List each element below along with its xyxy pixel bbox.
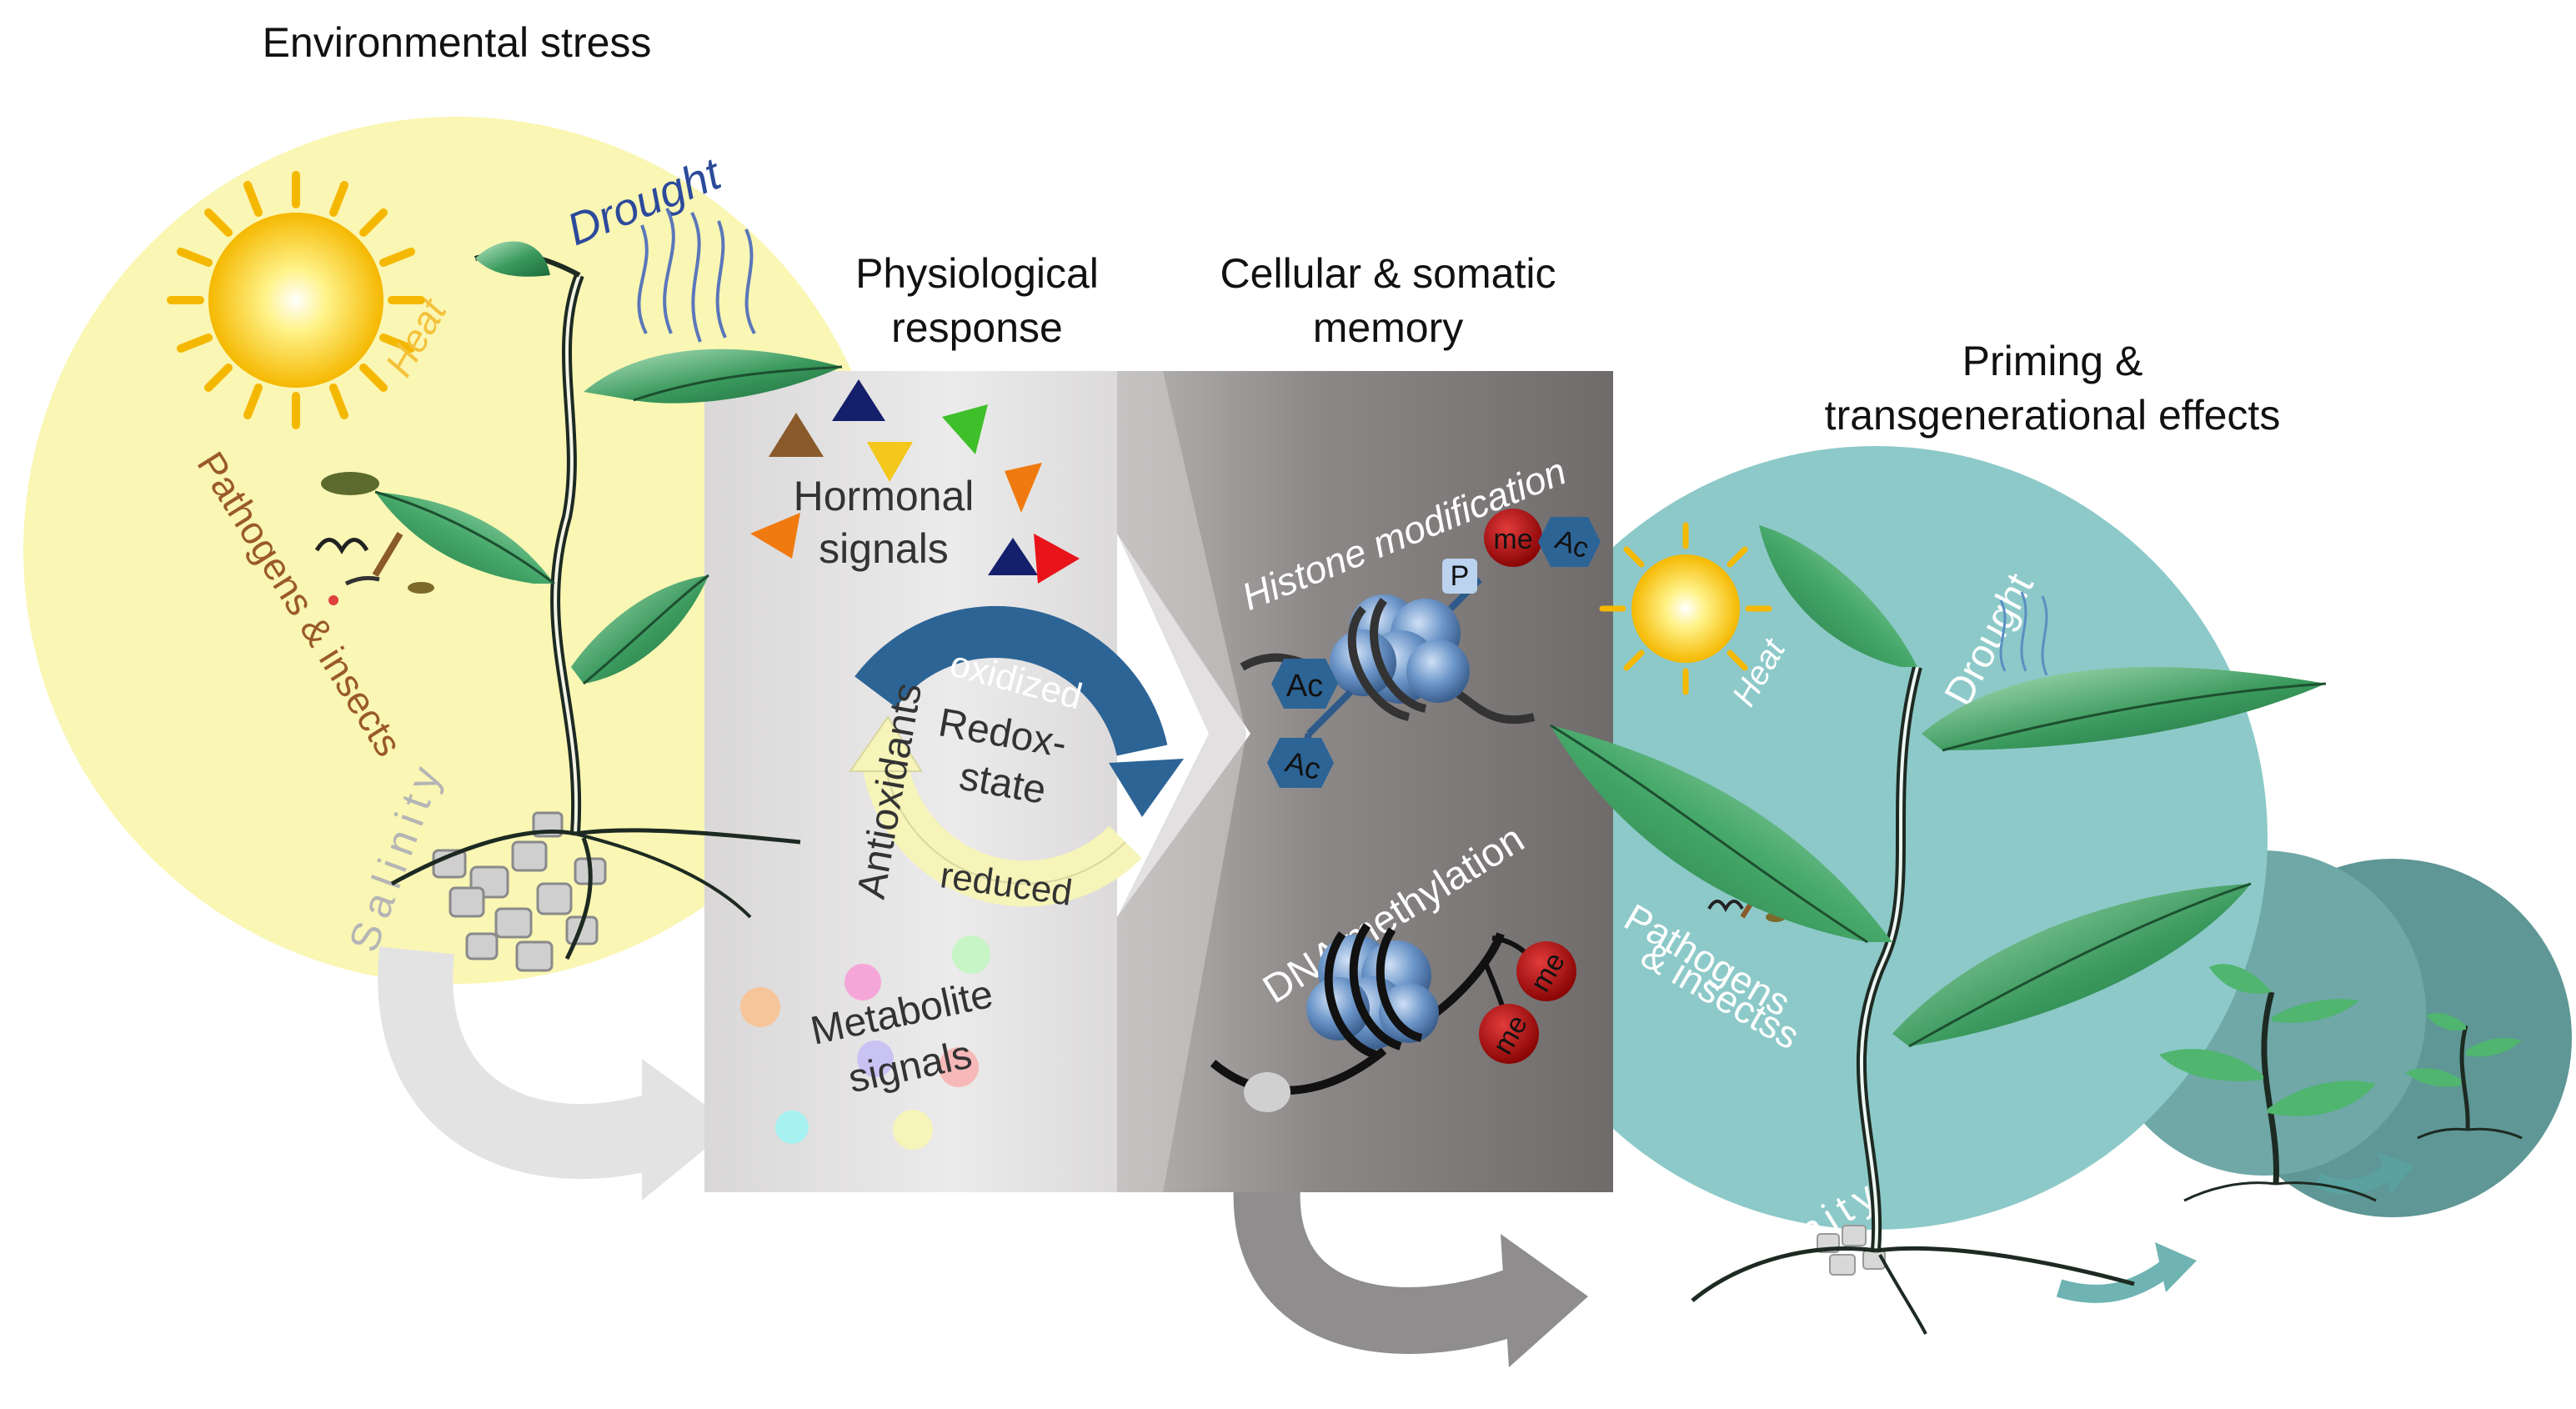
drought-waves-icon-right [1999,591,2048,676]
offspring-plant-2 [2405,1013,2523,1140]
title-cellular-l2: memory [1313,304,1464,351]
flow-arrow-stress [378,946,669,1180]
offspring-plant-1 [2159,964,2377,1202]
title-physiological-l1: Physiological [855,250,1099,297]
histone-mark-me: me [1484,509,1542,567]
methyl-mark-1: me [1516,941,1576,1001]
title-environmental-stress: Environmental stress [263,19,652,66]
reduced-arrowhead [849,715,923,772]
title-priming-l1: Priming & [1962,338,2143,384]
histone-mark-ac-3: Ac [1538,517,1601,567]
methyl-mark-2: me [1479,1004,1539,1064]
metabolite-dots [740,935,990,1150]
sun-icon [167,171,425,429]
pathogen-insect-icon [314,472,434,605]
memory-panel [1117,371,1613,1192]
svg-text:me: me [1493,524,1532,555]
panel-divider [1117,371,1246,1192]
oxidized-arrowhead [1109,759,1184,817]
reduced-arrow-outline [883,750,1126,885]
title-physiological-l2: response [891,304,1063,351]
title-cellular-l1: Cellular & somatic [1220,250,1556,297]
salt-crystals-icon-right [1817,1225,1886,1276]
flow-arrow-offspring [2313,1165,2393,1195]
svg-text:P: P [1451,560,1470,592]
histone-nucleosome [1240,577,1536,777]
histone-mark-p: P [1442,559,1477,594]
plant-left [374,241,843,960]
flow-arrow-offspring-head [2378,1152,2413,1194]
histone-mark-ac-2: Ac [1267,738,1334,788]
flow-arrow-priming [2056,1260,2173,1303]
plant-right [1550,525,2327,1335]
title-priming-l2: transgenerational effects [1825,392,2281,439]
label-hormonal-l2: signals [819,525,949,572]
drought-waves-icon [637,208,756,343]
sun-icon-right [1599,522,1772,695]
flow-arrow-memory [1233,1181,1529,1354]
hormone-triangles [750,379,1080,584]
histone-mark-ac-1: Ac [1271,659,1338,709]
svg-text:Ac: Ac [1286,669,1323,704]
oxidized-arrow [854,605,1168,757]
flow-arrow-priming-head [2155,1242,2197,1292]
flow-arrow-memory-head [1501,1234,1588,1367]
dna-nucleosome [1210,923,1545,1112]
label-hormonal-l1: Hormonal [794,473,975,519]
flow-arrow-stress-head [642,1059,734,1201]
